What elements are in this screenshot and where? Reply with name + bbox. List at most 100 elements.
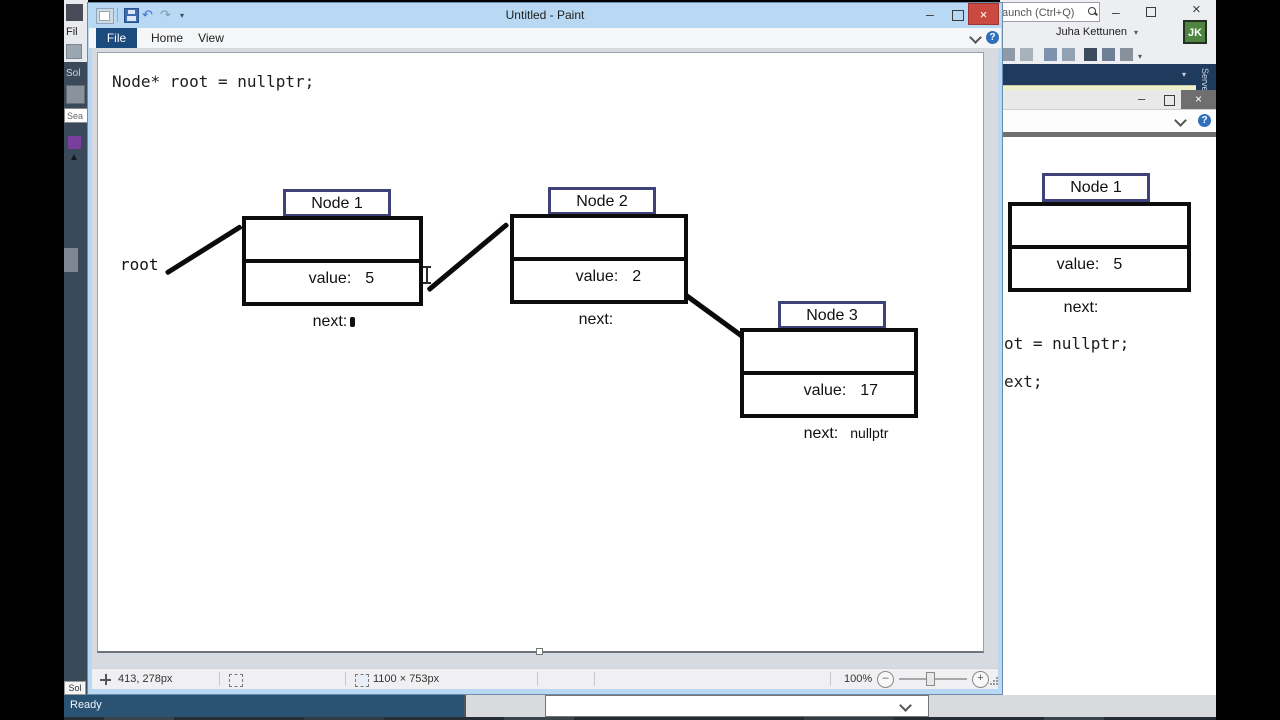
paint-titlebar[interactable]: ↶ ↷ ▾ Untitled - Paint – ×	[88, 3, 1002, 28]
bg-node-label: Node 1	[1042, 173, 1150, 202]
ribbon-expand-icon[interactable]	[969, 31, 982, 44]
file-menu-fragment[interactable]: Fil	[66, 26, 78, 38]
node1-label: Node 1	[283, 189, 391, 217]
bottom-tab[interactable]: Sol	[64, 681, 86, 695]
bg-value-label: value:	[1056, 256, 1100, 273]
tab-home[interactable]: Home	[147, 28, 187, 48]
bg-help-icon[interactable]: ?	[1198, 114, 1211, 127]
toolbar-icon[interactable]	[1002, 48, 1015, 61]
node2-divider	[514, 257, 684, 261]
project-icon	[68, 136, 81, 149]
tab-file[interactable]: File	[96, 28, 137, 48]
status-separator	[219, 672, 220, 686]
node3-title: Node 3	[806, 307, 858, 324]
bg-node-divider	[1012, 245, 1187, 249]
node3-value-label: value:	[803, 382, 847, 399]
taskbar-button	[1044, 717, 1104, 720]
tab-home-label: Home	[150, 31, 183, 45]
zoom-out-button[interactable]: –	[877, 671, 894, 688]
qat-dropdown-icon[interactable]: ▾	[180, 11, 185, 20]
bg-close-icon: ×	[1194, 92, 1202, 106]
node3-next-row: next:nullptr	[744, 375, 914, 442]
triangle-icon: ▲	[69, 152, 79, 163]
vs-left-strip: Fil Sol Sea ▲	[64, 0, 88, 720]
toolbar-icon[interactable]	[1062, 48, 1075, 61]
bg-minimize-icon[interactable]: –	[1138, 91, 1146, 106]
server-explorer-label: Serve	[1200, 68, 1210, 92]
scrollbar-thumb[interactable]	[64, 248, 78, 272]
panel-icon[interactable]	[66, 85, 85, 104]
bg-value: 5	[1113, 256, 1123, 273]
maximize-icon[interactable]	[952, 10, 964, 21]
minimize-icon[interactable]: –	[926, 6, 934, 22]
paint-app-icon[interactable]	[96, 8, 114, 24]
qat-separator	[117, 8, 118, 22]
toolbar-icon[interactable]	[66, 44, 82, 59]
taskbar-sliver	[64, 717, 1216, 720]
node2-value-row: value:2	[514, 218, 684, 285]
node2-value-label: value:	[575, 268, 619, 285]
resize-grip-icon[interactable]	[990, 677, 998, 685]
node3-label: Node 3	[778, 301, 886, 329]
bg-ribbon-expand-icon[interactable]	[1174, 114, 1187, 127]
window-title-text: Untitled - Paint	[505, 8, 585, 22]
taskbar-button	[304, 717, 384, 720]
toolbar-icon[interactable]	[1044, 48, 1057, 61]
cursor-position-text: 413, 278px	[118, 673, 173, 685]
bottom-combobox[interactable]	[545, 695, 929, 717]
vs-restore-icon[interactable]	[1146, 4, 1159, 17]
bottom-gray-segment-2	[929, 695, 1216, 717]
toolbar-dropdown-icon[interactable]: ▾	[1138, 52, 1143, 61]
image-size-icon	[355, 674, 369, 687]
status-separator	[345, 672, 346, 686]
toolbar-icon[interactable]	[1084, 48, 1097, 61]
quick-launch-input[interactable]: aunch (Ctrl+Q)	[1000, 2, 1100, 22]
undo-icon[interactable]: ↶	[142, 7, 153, 22]
bg-next-label: next:	[1063, 299, 1099, 316]
toolbar-icon[interactable]	[1120, 48, 1133, 61]
node1-value: 5	[365, 270, 375, 287]
toolbar-icon[interactable]	[1102, 48, 1115, 61]
bg-maximize-icon[interactable]	[1164, 95, 1175, 106]
panel-dropdown-icon[interactable]: ▾	[1181, 70, 1186, 79]
selection-size-icon	[229, 674, 243, 687]
bg-close-button[interactable]: ×	[1181, 90, 1216, 109]
toolbar-icon[interactable]	[1020, 48, 1033, 61]
node1-next-row: next:	[246, 263, 419, 330]
close-button[interactable]: ×	[968, 3, 999, 25]
vs-minimize-icon[interactable]: –	[1112, 4, 1120, 20]
pen-stroke-dot	[350, 316, 356, 327]
search-icon[interactable]	[1088, 7, 1098, 16]
window-title: Untitled - Paint	[88, 3, 1002, 28]
root-label: root	[120, 255, 159, 274]
tab-view[interactable]: View	[191, 28, 231, 48]
tab-view-label: View	[198, 31, 224, 45]
save-icon[interactable]	[124, 8, 139, 23]
zoom-slider-thumb[interactable]	[926, 672, 935, 686]
node1-divider	[246, 259, 419, 263]
solution-header-fragment: Sol	[66, 68, 81, 79]
paint-statusbar: 413, 278px 1100 × 753px 100% – +	[92, 668, 998, 689]
vs-close-icon[interactable]: ×	[1192, 1, 1201, 18]
close-icon: ×	[979, 7, 988, 22]
status-ready-text: Ready	[70, 699, 102, 711]
avatar[interactable]: JK	[1183, 20, 1207, 44]
cursor-position-icon	[100, 674, 111, 685]
help-icon[interactable]: ?	[986, 31, 999, 44]
node1-box: value: 5 next:	[242, 216, 423, 330]
user-name[interactable]: Juha Kettunen ▾	[1056, 26, 1138, 38]
vs-panel-bar: ▾	[1000, 64, 1216, 85]
taskbar-button	[804, 717, 894, 720]
combobox-chevron-icon[interactable]	[899, 699, 912, 712]
redo-icon[interactable]: ↷	[160, 7, 171, 22]
node1-value-label: value:	[308, 270, 352, 287]
zoom-in-button[interactable]: +	[972, 671, 989, 688]
canvas-resize-handle[interactable]	[536, 648, 543, 655]
bg-node-next-row: next:	[1012, 249, 1187, 316]
vs-top-right: aunch (Ctrl+Q) – × Juha Kettunen ▾ JK ▾ …	[1000, 0, 1216, 92]
status-separator	[594, 672, 595, 686]
bottom-gray-segment	[464, 695, 545, 717]
search-box-fragment[interactable]: Sea	[64, 108, 88, 123]
paint-window: ↶ ↷ ▾ Untitled - Paint – × File Home Vie…	[87, 2, 1003, 695]
user-name-text: Juha Kettunen	[1056, 26, 1127, 38]
